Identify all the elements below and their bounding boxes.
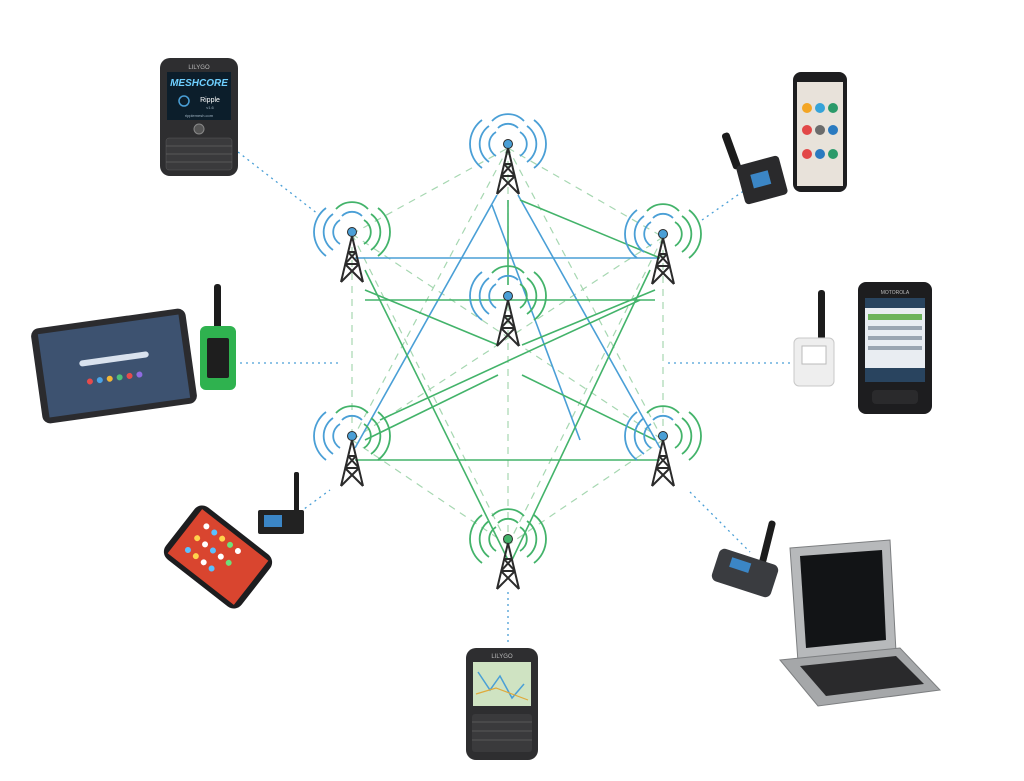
iphone: [163, 505, 273, 609]
tbeam-board: [258, 472, 304, 534]
device-links: [237, 151, 790, 645]
mesh-link-blue: [354, 194, 498, 449]
mesh-link-green: [511, 269, 651, 561]
device-brand: LILYGO: [491, 654, 513, 660]
device-brand: MOTOROLA: [881, 290, 910, 296]
white-lora-radio: [793, 290, 835, 387]
mesh-link-blue: [517, 194, 661, 449]
device-link: [237, 151, 319, 215]
device-link: [701, 189, 746, 221]
device-brand: LILYGO: [188, 65, 210, 71]
mesh-link-green: [364, 269, 509, 561]
mesh-link-blue: [491, 204, 581, 441]
mesh-link: [507, 236, 664, 546]
mesh-solid-links: [354, 194, 661, 561]
lora-radio-module: [721, 132, 788, 205]
device-screen: [37, 314, 191, 418]
mesh-link-green: [521, 374, 656, 441]
mesh-link-green: [379, 299, 641, 421]
meshcore-qwerty-phone: LILYGO MESHCORE Ripple v1.6 ripplemesh.c…: [160, 58, 238, 176]
android-phone: [793, 72, 847, 192]
rugged-phone: MOTOROLA: [858, 282, 932, 414]
mesh-link: [351, 439, 509, 546]
radio-tower-icon: [624, 405, 702, 487]
map-qwerty-phone: LILYGO: [466, 648, 538, 760]
device-link: [689, 491, 751, 553]
device-screen: [167, 72, 231, 120]
mesh-link-green: [364, 289, 499, 346]
laptop-lora-radio: [711, 520, 779, 598]
mesh-link: [507, 147, 664, 238]
mesh-link: [351, 147, 509, 441]
meshcore-logo: MESHCORE: [170, 78, 228, 89]
mesh-link-green: [519, 199, 661, 259]
nav-button: [193, 123, 205, 135]
mesh-link: [351, 236, 664, 441]
app-name: Ripple: [200, 97, 220, 104]
mesh-link: [351, 233, 509, 546]
mesh-link-green: [521, 289, 656, 346]
tablet: [31, 308, 197, 424]
radio-tower-icon: [313, 201, 391, 283]
device-link: [299, 489, 331, 513]
device-screen: [473, 662, 531, 706]
radio-tower-icon: [624, 203, 702, 285]
radio-tower-icon: [469, 508, 547, 590]
mesh-link: [351, 147, 509, 235]
app-url: ripplemesh.com: [185, 113, 214, 118]
rugged-laptop: [779, 539, 942, 707]
app-version: v1.6: [206, 105, 214, 110]
mesh-logo-icon: [178, 95, 190, 107]
mesh-link-green: [364, 374, 499, 441]
mesh-link: [507, 147, 664, 441]
green-lora-radio: [200, 284, 236, 390]
mesh-link: [507, 439, 664, 546]
